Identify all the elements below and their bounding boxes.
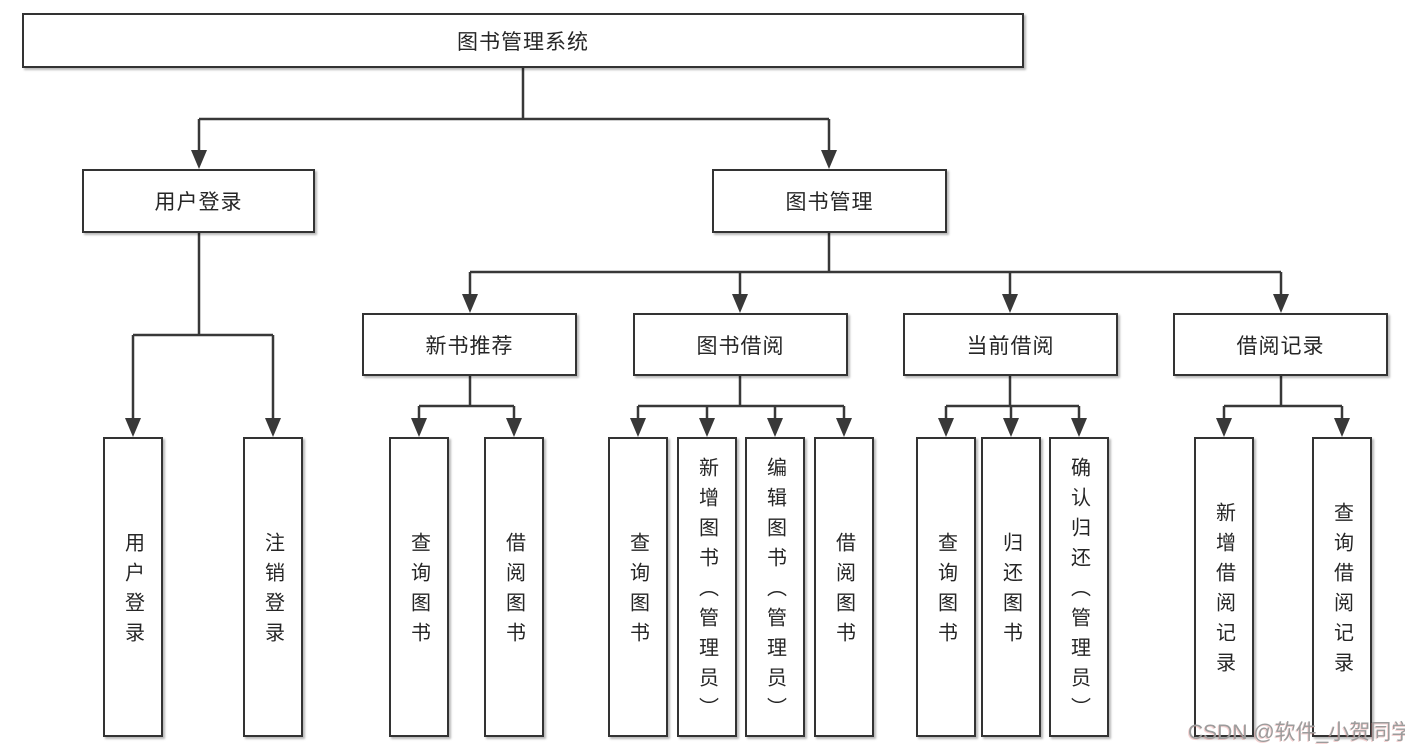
leaf-query-borrow-record-label: 查询借阅记录 bbox=[1330, 502, 1353, 682]
node-book-borrowing: 图书借阅 bbox=[633, 313, 848, 376]
leaf-add-borrow-record-label: 新增借阅记录 bbox=[1212, 502, 1235, 682]
leaf-return-books-label: 归还图书 bbox=[999, 532, 1022, 652]
leaf-query-books-recommend: 查询图书 bbox=[389, 437, 449, 737]
leaf-edit-books-admin: 编辑图书（管理员） bbox=[745, 437, 805, 737]
leaf-borrow-books-borrow: 借阅图书 bbox=[814, 437, 874, 737]
leaf-add-books-admin: 新增图书（管理员） bbox=[677, 437, 737, 737]
csdn-watermark: CSDN @软件_小贺同学 bbox=[1188, 721, 1405, 744]
node-library-system: 图书管理系统 bbox=[22, 13, 1024, 68]
node-user-login: 用户登录 bbox=[82, 169, 315, 233]
leaf-query-books-recommend-label: 查询图书 bbox=[407, 532, 430, 652]
leaf-borrow-books-borrow-label: 借阅图书 bbox=[832, 532, 855, 652]
leaf-return-books: 归还图书 bbox=[981, 437, 1041, 737]
node-borrowing-records: 借阅记录 bbox=[1173, 313, 1388, 376]
leaf-borrow-books-recommend: 借阅图书 bbox=[484, 437, 544, 737]
leaf-confirm-return-admin: 确认归还（管理员） bbox=[1049, 437, 1109, 737]
arrowhead-group bbox=[125, 150, 1350, 437]
connector-stroke-group bbox=[131, 68, 1344, 421]
leaf-query-books-current-label: 查询图书 bbox=[934, 532, 957, 652]
leaf-edit-books-admin-label: 编辑图书（管理员） bbox=[763, 457, 786, 727]
node-current-borrowing: 当前借阅 bbox=[903, 313, 1118, 376]
leaf-add-books-admin-label: 新增图书（管理员） bbox=[695, 457, 718, 727]
leaf-query-books-current: 查询图书 bbox=[916, 437, 976, 737]
leaf-logout-login-label: 注销登录 bbox=[261, 532, 284, 652]
node-book-management: 图书管理 bbox=[712, 169, 947, 233]
leaf-user-login-label: 用户登录 bbox=[121, 532, 144, 652]
leaf-user-login: 用户登录 bbox=[103, 437, 163, 737]
leaf-logout-login: 注销登录 bbox=[243, 437, 303, 737]
leaf-query-books-borrow-label: 查询图书 bbox=[626, 532, 649, 652]
leaf-confirm-return-admin-label: 确认归还（管理员） bbox=[1067, 457, 1090, 727]
node-new-book-recommendation: 新书推荐 bbox=[362, 313, 577, 376]
leaf-add-borrow-record: 新增借阅记录 bbox=[1194, 437, 1254, 737]
leaf-query-books-borrow: 查询图书 bbox=[608, 437, 668, 737]
leaf-query-borrow-record: 查询借阅记录 bbox=[1312, 437, 1372, 737]
leaf-borrow-books-recommend-label: 借阅图书 bbox=[502, 532, 525, 652]
